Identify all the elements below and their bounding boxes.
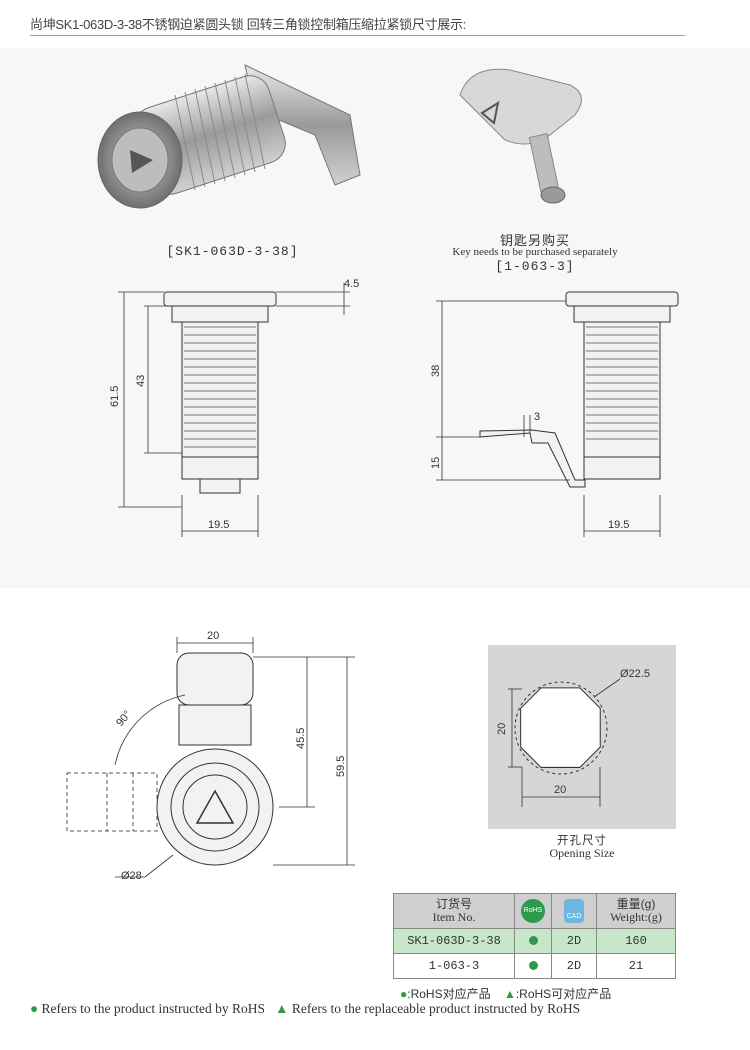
key-photo bbox=[459, 68, 582, 204]
side-drawing-left: 4.5 43 61.5 19.5 bbox=[109, 278, 359, 537]
legend-en: ● Refers to the product instructed by Ro… bbox=[30, 1001, 580, 1017]
dim-19-5-left: 19.5 bbox=[208, 519, 229, 531]
legend-replaceable-cn: :RoHS可对应产品 bbox=[515, 987, 612, 1001]
dim-19-5-right: 19.5 bbox=[608, 519, 629, 531]
rohs-dot-icon bbox=[528, 961, 538, 970]
dim-d22-5: Ø22.5 bbox=[620, 668, 650, 680]
dim-59-5: 59.5 bbox=[335, 756, 347, 777]
side-drawing-right: 38 3 15 19.5 bbox=[430, 291, 679, 537]
th-weight-cn: 重量(g) bbox=[616, 897, 656, 911]
dim-38: 38 bbox=[430, 365, 442, 377]
lock-photo bbox=[97, 64, 361, 209]
th-item-cn: 订货号 bbox=[435, 897, 472, 911]
triangle-icon: ▲ bbox=[275, 1001, 289, 1016]
dim-90-deg: 90° bbox=[114, 708, 134, 728]
cad-cell: 2D bbox=[551, 953, 597, 979]
item-cell: SK1-063D-3-38 bbox=[393, 928, 515, 954]
circle-icon: ● bbox=[30, 1001, 39, 1016]
dim-20-front: 20 bbox=[207, 630, 219, 642]
weight-cell: 21 bbox=[596, 953, 676, 979]
table-row: 1-063-3 2D 21 bbox=[393, 953, 676, 979]
cad-icon: CAD bbox=[564, 899, 584, 923]
product-caption: [SK1-063D-3-38] bbox=[166, 244, 299, 259]
th-weight-en: Weight:(g) bbox=[610, 910, 662, 924]
dim-d28: Ø28 bbox=[121, 870, 142, 882]
opening-label-en: Opening Size bbox=[549, 846, 615, 860]
dim-3: 3 bbox=[534, 411, 540, 423]
key-title-cn: 钥匙另购买 bbox=[499, 234, 570, 249]
legend-rohs-en: Refers to the product instructed by RoHS bbox=[41, 1001, 265, 1016]
dim-20-opening-h: 20 bbox=[554, 784, 566, 796]
th-item-en: Item No. bbox=[432, 910, 476, 924]
legend-cn: ●:RoHS对应产品 ▲:RoHS可对应产品 bbox=[400, 985, 611, 1002]
key-caption: [1-063-3] bbox=[495, 259, 575, 274]
opening-drawing: Ø22.5 20 20 bbox=[488, 645, 676, 829]
dim-43: 43 bbox=[135, 375, 147, 387]
dim-15: 15 bbox=[430, 457, 442, 469]
legend-replaceable-en: Refers to the replaceable product instru… bbox=[291, 1001, 581, 1016]
weight-cell: 160 bbox=[596, 928, 676, 954]
dim-20-opening-v: 20 bbox=[496, 723, 508, 735]
dim-45-5: 45.5 bbox=[295, 728, 307, 749]
rohs-icon: RoHS bbox=[521, 899, 545, 923]
key-title-en: Key needs to be purchased separately bbox=[452, 246, 618, 258]
item-cell: 1-063-3 bbox=[393, 953, 515, 979]
circle-icon: ● bbox=[400, 987, 408, 1001]
dim-61-5: 61.5 bbox=[109, 386, 121, 407]
triangle-icon: ▲ bbox=[503, 987, 516, 1001]
cad-cell: 2D bbox=[551, 928, 597, 954]
page-header: 尚坤SK1-063D-3-38不锈钢迫紧圆头锁 回转三角锁控制箱压缩拉紧锁尺寸展… bbox=[30, 14, 685, 36]
dim-4-5: 4.5 bbox=[344, 278, 359, 290]
rohs-dot-icon bbox=[528, 936, 538, 945]
legend-rohs-cn: :RoHS对应产品 bbox=[407, 987, 491, 1001]
front-drawing: 20 90° 45.5 59.5 Ø28 bbox=[66, 630, 355, 882]
table-row: SK1-063D-3-38 2D 160 bbox=[393, 928, 676, 954]
opening-label-cn: 开孔尺寸 bbox=[557, 833, 607, 847]
